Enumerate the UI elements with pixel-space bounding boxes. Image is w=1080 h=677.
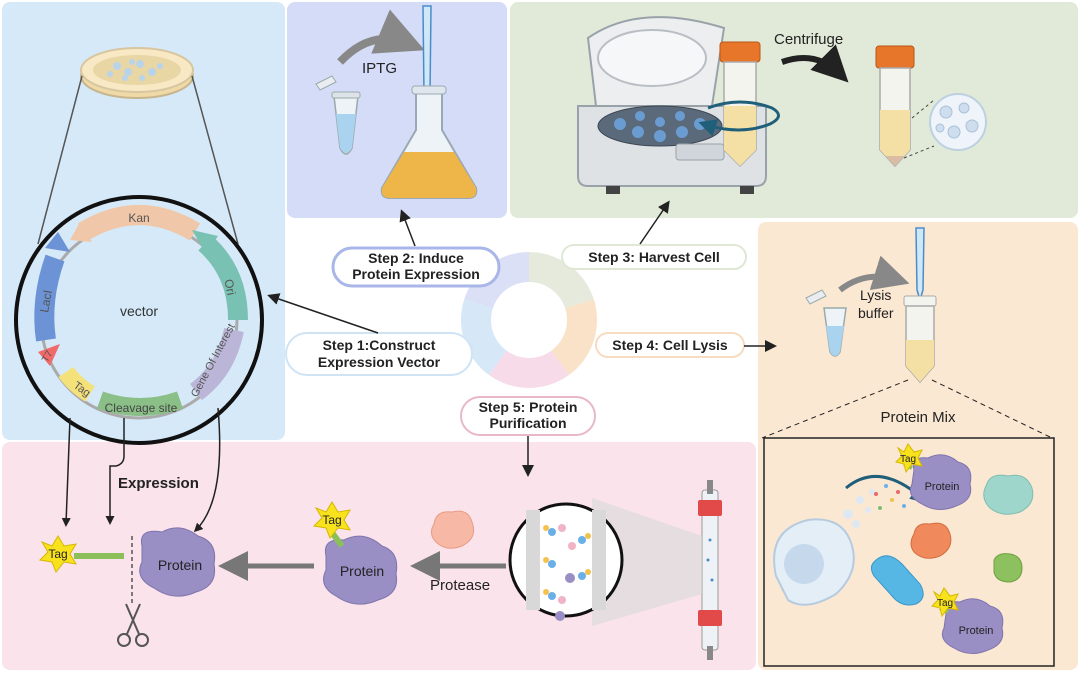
tagged-protein-mix-1: Protein Tag — [895, 443, 972, 510]
step-2-label: Step 2: Induce Protein Expression — [331, 246, 501, 288]
centrifuge-arrow — [781, 44, 849, 83]
cleavage-label: Cleavage site — [105, 401, 178, 415]
arrow-step3-harvest — [639, 200, 670, 245]
zoom-line-left — [37, 75, 83, 245]
lysed-cell-icon — [773, 484, 906, 606]
pellet-tube-icon — [875, 45, 915, 168]
protease-label: Protease — [430, 577, 490, 594]
center-wheel — [460, 252, 598, 389]
step-5-line1: Step 5: Protein — [479, 399, 578, 415]
step-5-line2: Purification — [489, 415, 566, 431]
protein-green-icon — [993, 553, 1023, 583]
t7-label: T7 — [40, 349, 56, 365]
petri-dish-icon — [80, 47, 194, 99]
tagged-protein-mix-2: Protein Tag — [931, 587, 1004, 654]
laci-label: LacI — [37, 289, 55, 314]
protein-mix-title: Protein Mix — [880, 409, 956, 426]
iptg-arrow — [337, 9, 425, 65]
resin-zoom-icon — [508, 502, 624, 621]
step-5-label: Step 5: Protein Purification — [460, 396, 596, 436]
zoom-line-right — [191, 75, 239, 245]
vector-center-label: vector — [120, 303, 158, 319]
goi-segment — [189, 327, 244, 401]
scissors-icon — [117, 603, 149, 647]
cell-zoom-icon — [929, 93, 987, 151]
expression-protein-label: Protein — [158, 557, 202, 573]
t7-promoter — [38, 344, 60, 366]
column-icon — [698, 480, 722, 660]
lysis-tube-icon — [903, 295, 937, 384]
protein-blue-icon — [870, 555, 924, 606]
mix-tag-1-label: Tag — [900, 454, 916, 465]
centrifuge-label: Centrifuge — [774, 31, 843, 48]
arrow-step2-induce — [399, 209, 416, 247]
purification-protein-label: Protein — [340, 563, 384, 579]
step-2-line2: Protein Expression — [352, 266, 480, 282]
tag-segment — [58, 366, 95, 402]
purification-tag-label: Tag — [322, 513, 341, 527]
mix-protein-1-label: Protein — [925, 481, 960, 493]
cleavage-segment — [97, 391, 183, 416]
step-2-line1: Step 2: Induce — [368, 250, 464, 266]
step-3-label: Step 3: Harvest Cell — [561, 244, 747, 270]
expression-tag-label: Tag — [48, 547, 67, 561]
iptg-tube-icon — [315, 75, 361, 155]
expression-label: Expression — [118, 475, 199, 492]
tagged-protein: Protein Tag — [312, 501, 398, 605]
lysis-buffer-tube-icon — [805, 289, 847, 357]
lysis-buffer-line1: Lysis — [860, 287, 891, 303]
arrow-step1-vector — [267, 293, 379, 334]
centrifuge-tube-icon — [719, 41, 761, 168]
protein-teal-icon — [983, 474, 1034, 515]
step-1-line2: Expression Vector — [318, 354, 441, 370]
free-protein: Protein — [139, 527, 216, 597]
laci-segment — [34, 254, 65, 342]
centrifuge-icon — [577, 16, 767, 194]
protein-orange-icon — [910, 522, 952, 559]
free-tag: Tag — [38, 535, 124, 573]
kan-label: Kan — [128, 211, 149, 225]
ori-label: Ori — [221, 278, 238, 297]
lysis-pipette-icon — [915, 227, 925, 303]
step-4-text: Step 4: Cell Lysis — [612, 337, 728, 353]
flask-icon — [380, 85, 478, 199]
lysis-buffer-line2: buffer — [858, 305, 894, 321]
step-4-label: Step 4: Cell Lysis — [595, 332, 745, 358]
spin-arrow — [698, 100, 780, 137]
step-1-line1: Step 1:Construct — [323, 337, 436, 353]
step-1-label: Step 1:Construct Expression Vector — [285, 332, 473, 376]
protease-icon — [430, 510, 475, 549]
lysis-arrow — [838, 255, 910, 293]
column-zoom-cone — [592, 498, 702, 626]
mix-protein-2-label: Protein — [959, 625, 994, 637]
kan-segment — [77, 205, 201, 241]
ori-segment — [198, 235, 248, 321]
iptg-label: IPTG — [362, 60, 397, 77]
step-3-text: Step 3: Harvest Cell — [588, 249, 720, 265]
plasmid-map: vector Kan Ori LacI T7 Tag Cleavage site… — [14, 195, 264, 445]
mix-tag-2-label: Tag — [937, 598, 953, 609]
